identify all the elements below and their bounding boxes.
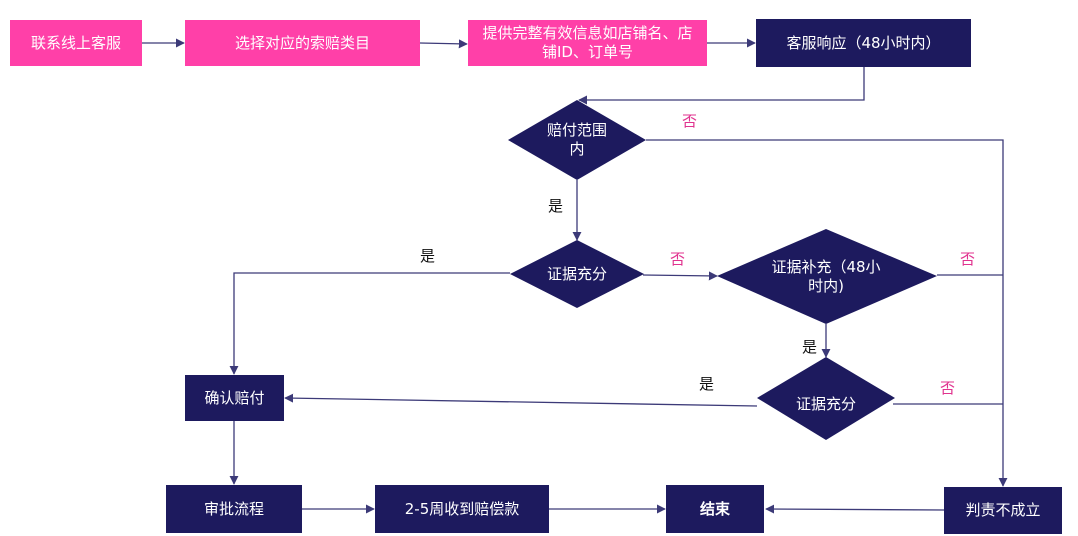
node-contact-service: 联系线上客服 — [10, 20, 142, 66]
node-select-category-text: 选择对应的索赔类目 — [234, 33, 370, 52]
node-approval-process-text: 审批流程 — [203, 499, 264, 518]
diamond-evidence-1 — [510, 240, 644, 308]
label-no-evidence-2: 否 — [940, 379, 956, 397]
label-yes-scope: 是 — [548, 197, 564, 215]
diamond-in-scope — [508, 100, 646, 180]
arrow-response-to-scope — [578, 67, 865, 105]
label-no-scope: 否 — [682, 112, 698, 130]
node-liability-rejected-text: 判责不成立 — [965, 501, 1041, 519]
node-approval-process: 审批流程 — [166, 485, 302, 533]
node-receive-payment: 2-5周收到赔偿款 — [375, 485, 549, 533]
node-liability-rejected: 判责不成立 — [944, 487, 1062, 534]
node-service-response-text: 客服响应（48小时内） — [786, 33, 941, 52]
label-no-evidence-1: 否 — [670, 250, 686, 268]
arrow-evidence1-no — [642, 271, 718, 281]
node-confirm-payout-text: 确认赔付 — [204, 388, 265, 407]
node-confirm-payout: 确认赔付 — [185, 375, 284, 421]
node-service-response: 客服响应（48小时内） — [756, 19, 971, 67]
label-yes-confirm-2: 是 — [699, 375, 715, 393]
node-end: 结束 — [666, 485, 764, 533]
diamond-evidence-supplement — [717, 229, 937, 324]
node-provide-info-text: 提供完整有效信息如店铺名、店铺ID、订单号 — [482, 24, 693, 61]
arrow-select-to-provide — [419, 39, 468, 49]
label-yes-confirm-1: 是 — [420, 247, 436, 265]
node-select-category: 选择对应的索赔类目 — [185, 20, 420, 66]
node-receive-payment-text: 2-5周收到赔偿款 — [404, 499, 520, 518]
diamond-evidence-2 — [757, 357, 895, 440]
arrow-evidence1-yes — [229, 272, 510, 375]
arrow-evidence2-yes — [284, 393, 758, 407]
node-contact-service-text: 联系线上客服 — [30, 33, 121, 52]
node-provide-info: 提供完整有效信息如店铺名、店铺ID、订单号 — [468, 20, 707, 66]
arrow-liability-to-end — [765, 504, 945, 514]
arrow-scope-no — [646, 139, 1008, 487]
node-end-text: 结束 — [699, 499, 730, 518]
label-yes-supplement: 是 — [802, 338, 818, 356]
label-no-supplement: 否 — [960, 250, 976, 268]
